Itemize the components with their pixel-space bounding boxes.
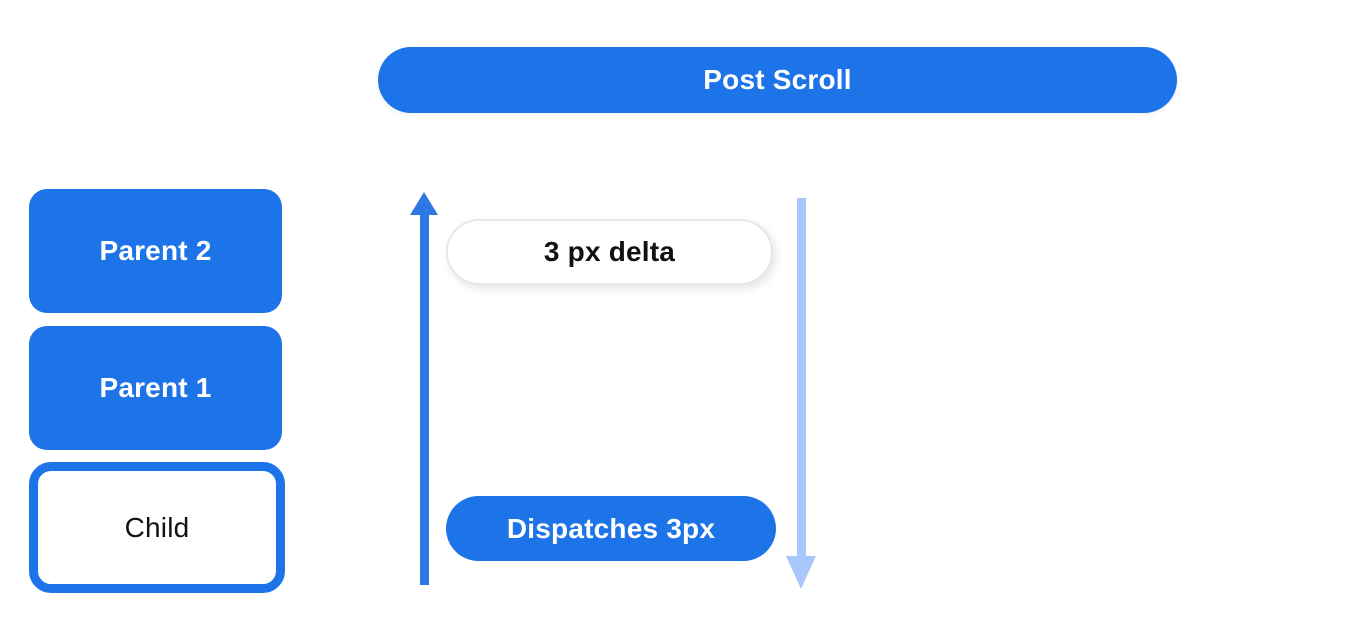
delta-label: 3 px delta xyxy=(543,236,676,267)
parent1-box: Parent 1 xyxy=(29,326,282,450)
parent2-box: Parent 2 xyxy=(29,189,282,313)
down-arrow-head xyxy=(786,556,816,589)
down-arrow-shaft xyxy=(797,198,806,558)
child-box: Child xyxy=(29,462,285,593)
post-scroll-pill: Post Scroll xyxy=(378,47,1177,113)
delta-pill: 3 px delta xyxy=(446,219,773,285)
dispatch-pill: Dispatches 3px xyxy=(446,496,776,561)
up-arrow-shaft xyxy=(420,212,429,585)
up-arrow-head xyxy=(410,192,438,215)
dispatch-label: Dispatches 3px xyxy=(506,512,716,544)
child-label: Child xyxy=(124,511,190,543)
parent2-label: Parent 2 xyxy=(99,235,212,266)
post-scroll-label: Post Scroll xyxy=(703,64,852,95)
parent1-label: Parent 1 xyxy=(99,372,212,403)
